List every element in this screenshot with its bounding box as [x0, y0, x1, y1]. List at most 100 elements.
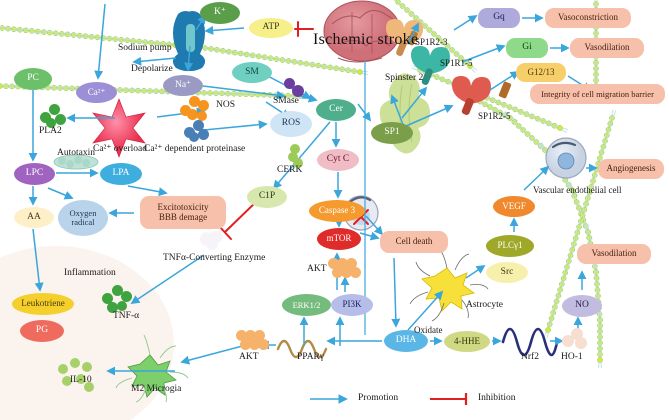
node-integrity[interactable]: Integrity of cell migration barrier — [530, 84, 665, 104]
autotaxin-enzyme — [53, 154, 99, 170]
arrow-to-gq — [453, 15, 478, 31]
node-label-c1p: C1P — [258, 191, 276, 202]
arrow-na-to-smase — [202, 85, 286, 100]
node-label-leukotriene: Leukotriene — [21, 298, 65, 309]
node-label-sp1: SP1 — [384, 127, 400, 138]
node-cytc[interactable]: Cyt C — [317, 149, 359, 171]
node-pi3k[interactable]: PI3K — [331, 294, 373, 316]
arrow-proteinase-to-ros — [203, 120, 268, 131]
node-label-ca: Ca²⁺ — [87, 86, 106, 97]
label-akt_left: AKT — [239, 352, 259, 362]
label-tnf_alpha: TNF-α — [113, 311, 140, 321]
node-label-pg: PG — [35, 325, 49, 336]
arrow-sp1-to-s1pr15 — [401, 86, 428, 119]
node-label-vasodilation_top: Vasodilation — [584, 42, 630, 53]
node-vasodilation_top[interactable]: Vasodilation — [570, 38, 644, 58]
label-vec: Vascular endothelial cell — [533, 185, 622, 195]
node-src[interactable]: Src — [486, 262, 528, 283]
node-vegf[interactable]: VEGF — [493, 196, 535, 217]
label-s1pr23: SP1R2-3 — [415, 37, 448, 47]
arrow-akt-to-microglia — [180, 343, 251, 365]
receptor-s1pr2-5 — [452, 76, 491, 115]
arrow-caspase-to-celldeath — [365, 215, 384, 236]
node-oxyrad[interactable]: Oxygen radical — [58, 200, 108, 236]
label-ca_proteinase: Ca²⁺ dependent proteinase — [144, 144, 246, 154]
node-lpc[interactable]: LPC — [14, 163, 55, 185]
node-hhe4[interactable]: 4-HHE — [444, 331, 490, 352]
label-s1pr25: SP1R2-5 — [478, 111, 511, 121]
arrow-down-to-dha — [391, 257, 401, 328]
legend: Promotion Inhibition — [310, 390, 540, 413]
node-na[interactable]: Na⁺ — [163, 75, 203, 96]
legend-label-promotion: Promotion — [358, 393, 399, 403]
node-label-lpa: LPA — [112, 168, 130, 179]
node-plcg1[interactable]: PLCγ1 — [486, 235, 534, 257]
tnf-alpha-cluster — [102, 285, 132, 313]
calcium-overload-star — [92, 98, 146, 158]
arrow-membrane-to-ca — [94, 3, 106, 80]
arrow-depolarize — [132, 56, 177, 66]
node-label-erk12: ERK1/2 — [292, 299, 321, 310]
node-sp1[interactable]: SP1 — [371, 122, 413, 144]
node-celldeath[interactable]: Cell death — [380, 231, 448, 253]
receptor-s1pr1-5 — [411, 46, 450, 85]
node-mtor[interactable]: mTOR — [317, 228, 361, 250]
node-label-src: Src — [500, 266, 514, 277]
node-label-na: Na⁺ — [174, 79, 192, 90]
nrf2-helix — [501, 327, 559, 357]
arrow-astrocyte-to-src — [465, 265, 486, 279]
cerk-cluster — [288, 144, 306, 168]
node-label-vasoconstriction: Vasoconstriction — [558, 12, 618, 23]
nos-cluster — [180, 96, 214, 122]
arrow-sp1-to-s1pr25 — [405, 104, 454, 127]
node-g1213[interactable]: G12/13 — [516, 63, 566, 82]
node-ca[interactable]: Ca²⁺ — [76, 82, 117, 103]
node-sm[interactable]: SM — [232, 62, 272, 83]
arrow-vegf-to-vec — [523, 165, 550, 191]
label-inflammation: Inflammation — [64, 268, 116, 278]
node-aa[interactable]: AA — [14, 207, 54, 228]
node-no[interactable]: NO — [562, 295, 602, 317]
node-label-mtor: mTOR — [326, 233, 352, 244]
label-sodium_pump: Sodium pump — [118, 43, 172, 53]
node-gi[interactable]: Gi — [506, 38, 548, 58]
node-atp[interactable]: ATP — [249, 18, 293, 38]
node-ros[interactable]: ROS — [270, 111, 312, 137]
node-label-oxyrad: Oxygen radical — [69, 208, 97, 227]
node-erk12[interactable]: ERK1/2 — [282, 294, 331, 316]
node-gq[interactable]: Gq — [478, 8, 520, 28]
node-pc[interactable]: PC — [14, 68, 52, 90]
legend-glyphs — [310, 393, 468, 405]
node-vasoconstriction[interactable]: Vasoconstriction — [545, 8, 631, 28]
node-label-excitotox: Excitotoxicity BBB demage — [157, 202, 209, 222]
node-angiogenesis[interactable]: Angiogenesis — [598, 159, 664, 179]
node-k[interactable]: K⁺ — [200, 2, 240, 24]
node-label-no: NO — [575, 300, 589, 311]
akt-cluster-left — [236, 330, 270, 350]
node-lpa[interactable]: LPA — [100, 163, 142, 185]
arrow-aa-to-leukotriene — [32, 228, 44, 292]
node-excitotox[interactable]: Excitotoxicity BBB demage — [140, 196, 226, 229]
node-caspase3[interactable]: Caspase 3 — [309, 200, 365, 222]
arrow-to-g1213 — [489, 71, 520, 91]
label-tnfa_enzyme: TNFα-Converting Enzyme — [163, 253, 266, 263]
node-vasodilation_right[interactable]: Vasodilation — [577, 244, 651, 264]
node-leukotriene[interactable]: Leukotriene — [12, 293, 74, 315]
vascular-endothelial-cell — [545, 137, 587, 179]
label-nrf2: Nrf2 — [521, 352, 539, 362]
label-akt_right: AKT — [307, 264, 327, 274]
node-cer[interactable]: Cer — [316, 99, 356, 121]
node-label-pc: PC — [27, 73, 39, 84]
node-label-aa: AA — [27, 211, 41, 222]
node-pg[interactable]: PG — [20, 320, 64, 342]
arrow-tnface-to-tnfa — [130, 254, 205, 304]
label-s1pr15: SP1R1-5 — [440, 58, 473, 68]
arrow-caspase3-celldeath-2 — [359, 231, 380, 241]
node-label-angiogenesis: Angiogenesis — [606, 163, 656, 174]
label-m2_microglia: M2 Microgia — [131, 384, 182, 394]
node-c1p[interactable]: C1P — [247, 186, 287, 208]
arrow-atp-to-pump — [204, 25, 245, 35]
label-autotaxin: Autotaxin — [57, 148, 95, 158]
node-dha[interactable]: DHA — [384, 330, 428, 352]
